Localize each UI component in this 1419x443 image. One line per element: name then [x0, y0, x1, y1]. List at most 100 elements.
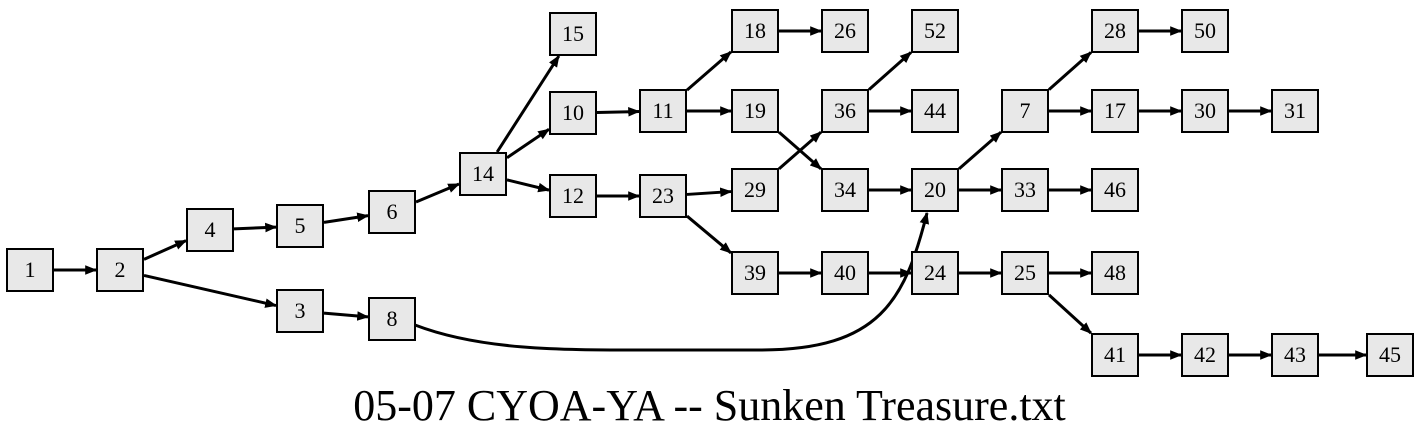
node-box: [1091, 251, 1139, 295]
node-48: 48: [1091, 251, 1139, 295]
node-box: [1366, 333, 1414, 377]
node-box: [731, 251, 779, 295]
node-label: 45: [1379, 342, 1401, 367]
node-box: [1091, 333, 1139, 377]
node-30: 30: [1181, 89, 1229, 133]
node-42: 42: [1181, 333, 1229, 377]
node-29: 29: [731, 168, 779, 212]
node-box: [1181, 333, 1229, 377]
edge-23-39: [686, 214, 732, 255]
node-box: [1001, 89, 1049, 133]
node-14: 14: [459, 152, 507, 196]
node-label: 42: [1194, 342, 1216, 367]
edge-5-6: [323, 212, 370, 224]
node-41: 41: [1091, 333, 1139, 377]
node-box: [731, 9, 779, 53]
node-box: [821, 251, 869, 295]
node-28: 28: [1091, 9, 1139, 53]
node-4: 4: [186, 208, 234, 252]
node-box: [276, 204, 324, 248]
node-box: [1001, 251, 1049, 295]
node-label: 2: [115, 257, 126, 282]
node-box: [368, 190, 416, 234]
node-17: 17: [1091, 89, 1139, 133]
node-24: 24: [911, 251, 959, 295]
node-label: 11: [652, 98, 673, 123]
node-box: [276, 289, 324, 333]
node-label: 48: [1104, 260, 1126, 285]
node-7: 7: [1001, 89, 1049, 133]
edge-29-36: [778, 130, 822, 171]
node-box: [911, 251, 959, 295]
node-box: [911, 9, 959, 53]
edge-25-41: [1047, 293, 1093, 335]
node-label: 43: [1284, 342, 1306, 367]
node-box: [1001, 168, 1049, 212]
node-box: [731, 89, 779, 133]
node-26: 26: [821, 9, 869, 53]
node-label: 20: [924, 177, 946, 202]
node-box: [368, 297, 416, 341]
node-33: 33: [1001, 168, 1049, 212]
node-label: 17: [1104, 98, 1126, 123]
node-34: 34: [821, 168, 869, 212]
node-label: 34: [834, 177, 856, 202]
node-52: 52: [911, 9, 959, 53]
node-box: [639, 174, 687, 218]
node-label: 26: [834, 18, 856, 43]
node-2: 2: [96, 248, 144, 292]
node-25: 25: [1001, 251, 1049, 295]
node-40: 40: [821, 251, 869, 295]
node-label: 30: [1194, 98, 1216, 123]
node-box: [911, 89, 959, 133]
node-label: 41: [1104, 342, 1126, 367]
node-44: 44: [911, 89, 959, 133]
node-box: [821, 168, 869, 212]
edge-2-3: [143, 274, 278, 308]
node-45: 45: [1366, 333, 1414, 377]
node-box: [911, 168, 959, 212]
node-label: 14: [472, 161, 494, 186]
node-label: 46: [1104, 177, 1126, 202]
node-box: [1181, 9, 1229, 53]
node-box: [639, 89, 687, 133]
node-39: 39: [731, 251, 779, 295]
node-box: [6, 248, 54, 292]
node-box: [186, 208, 234, 252]
node-box: [459, 152, 507, 196]
node-box: [821, 9, 869, 53]
node-label: 19: [744, 98, 766, 123]
edge-7-28: [1048, 51, 1092, 91]
node-box: [1181, 89, 1229, 133]
node-label: 1: [25, 257, 36, 282]
node-label: 7: [1020, 98, 1031, 123]
node-box: [1271, 89, 1319, 133]
node-label: 28: [1104, 18, 1126, 43]
node-label: 31: [1284, 98, 1306, 123]
edge-14-10: [506, 128, 550, 159]
node-label: 3: [295, 298, 306, 323]
node-box: [1271, 333, 1319, 377]
node-label: 25: [1014, 260, 1036, 285]
node-50: 50: [1181, 9, 1229, 53]
node-box: [731, 168, 779, 212]
edge-3-8: [323, 311, 370, 321]
node-46: 46: [1091, 168, 1139, 212]
edge-4-5: [233, 222, 278, 233]
node-label: 33: [1014, 177, 1036, 202]
node-3: 3: [276, 289, 324, 333]
edge-23-29: [686, 187, 733, 198]
node-box: [549, 174, 597, 218]
node-20: 20: [911, 168, 959, 212]
node-label: 10: [562, 100, 584, 125]
node-15: 15: [549, 12, 597, 56]
node-box: [549, 12, 597, 56]
node-8: 8: [368, 297, 416, 341]
node-box: [96, 248, 144, 292]
node-10: 10: [549, 91, 597, 135]
node-label: 5: [295, 213, 306, 238]
node-label: 6: [387, 199, 398, 224]
node-label: 18: [744, 18, 766, 43]
node-43: 43: [1271, 333, 1319, 377]
